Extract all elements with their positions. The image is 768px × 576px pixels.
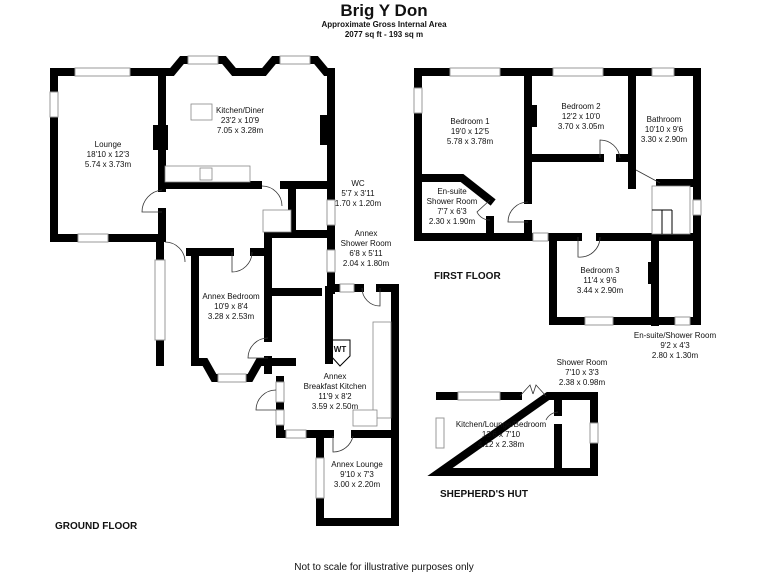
shepherds-hut-label: SHEPHERD'S HUT	[440, 489, 528, 500]
svg-text:WC: WC	[351, 179, 365, 188]
room-annex-bedroom: Annex Bedroom 10'9 x 8'4 3.28 x 2.53m	[202, 292, 260, 321]
svg-text:18'10 x 12'3: 18'10 x 12'3	[87, 150, 130, 159]
ground-floor-label: GROUND FLOOR	[55, 521, 138, 532]
svg-text:10'10 x 9'6: 10'10 x 9'6	[645, 125, 684, 134]
svg-text:3.30 x 2.90m: 3.30 x 2.90m	[641, 135, 688, 144]
svg-text:Annex: Annex	[355, 229, 378, 238]
svg-text:5'7 x 3'11: 5'7 x 3'11	[341, 189, 375, 198]
svg-text:23'2 x 10'9: 23'2 x 10'9	[221, 116, 260, 125]
svg-text:6'8 x 5'11: 6'8 x 5'11	[349, 249, 383, 258]
svg-text:Shower Room: Shower Room	[557, 358, 608, 367]
svg-text:Bathroom: Bathroom	[647, 115, 682, 124]
svg-text:7'7 x 6'3: 7'7 x 6'3	[437, 207, 467, 216]
svg-text:9'10 x 7'3: 9'10 x 7'3	[340, 470, 374, 479]
room-en-suite-shower-room-2: En-suite/Shower Room 9'2 x 4'3 2.80 x 1.…	[634, 331, 717, 360]
svg-text:13'6 x 7'10: 13'6 x 7'10	[482, 430, 521, 439]
svg-text:Bedroom 3: Bedroom 3	[580, 266, 620, 275]
svg-text:En-suite: En-suite	[437, 187, 467, 196]
svg-text:Shower Room: Shower Room	[427, 197, 478, 206]
room-bedroom-1: Bedroom 1 19'0 x 12'5 5.78 x 3.78m	[447, 117, 494, 146]
svg-text:3.28 x 2.53m: 3.28 x 2.53m	[208, 312, 255, 321]
svg-text:12'2 x 10'0: 12'2 x 10'0	[562, 112, 601, 121]
room-kitchen-lounge-bedroom: Kitchen/Lounge/Bedroom 13'6 x 7'10 4.12 …	[456, 420, 547, 449]
svg-text:Lounge: Lounge	[95, 140, 122, 149]
room-wc: WC 5'7 x 3'11 1.70 x 1.20m	[335, 179, 382, 208]
svg-text:7'10 x 3'3: 7'10 x 3'3	[565, 368, 599, 377]
svg-text:En-suite/Shower Room: En-suite/Shower Room	[634, 331, 717, 340]
svg-text:2.04 x 1.80m: 2.04 x 1.80m	[343, 259, 390, 268]
shepherds-hut-plan: Shower Room 7'10 x 3'3 2.38 x 0.98m Kitc…	[427, 358, 608, 500]
svg-text:Kitchen/Diner: Kitchen/Diner	[216, 106, 264, 115]
room-en-suite-shower-room: En-suite Shower Room 7'7 x 6'3 2.30 x 1.…	[427, 187, 478, 226]
room-annex-lounge: Annex Lounge 9'10 x 7'3 3.00 x 2.20m	[331, 460, 383, 489]
svg-text:Kitchen/Lounge/Bedroom: Kitchen/Lounge/Bedroom	[456, 420, 547, 429]
svg-text:3.70 x 3.05m: 3.70 x 3.05m	[558, 122, 605, 131]
svg-text:Annex Lounge: Annex Lounge	[331, 460, 383, 469]
area-subtitle: Approximate Gross Internal Area	[321, 20, 447, 29]
svg-text:11'4 x 9'6: 11'4 x 9'6	[583, 276, 617, 285]
svg-text:3.59 x 2.50m: 3.59 x 2.50m	[312, 402, 359, 411]
area-value: 2077 sq ft - 193 sq m	[345, 30, 423, 39]
wt-label: WT	[334, 345, 347, 354]
room-kitchen-diner: Kitchen/Diner 23'2 x 10'9 7.05 x 3.28m	[216, 106, 264, 135]
room-annex-shower-room: Annex Shower Room 6'8 x 5'11 2.04 x 1.80…	[341, 229, 392, 268]
svg-text:3.44 x 2.90m: 3.44 x 2.90m	[577, 286, 624, 295]
svg-text:Annex Bedroom: Annex Bedroom	[202, 292, 260, 301]
disclaimer-note: Not to scale for illustrative purposes o…	[294, 562, 474, 573]
svg-text:2.38 x 0.98m: 2.38 x 0.98m	[559, 378, 606, 387]
svg-text:5.78 x 3.78m: 5.78 x 3.78m	[447, 137, 494, 146]
room-bathroom: Bathroom 10'10 x 9'6 3.30 x 2.90m	[641, 115, 688, 144]
first-floor-plan: Bedroom 1 19'0 x 12'5 5.78 x 3.78m Bedro…	[413, 67, 717, 360]
svg-text:19'0 x 12'5: 19'0 x 12'5	[451, 127, 490, 136]
svg-text:Bedroom 1: Bedroom 1	[450, 117, 490, 126]
svg-text:3.00 x 2.20m: 3.00 x 2.20m	[334, 480, 381, 489]
first-floor-label: FIRST FLOOR	[434, 271, 501, 282]
room-bedroom-2: Bedroom 2 12'2 x 10'0 3.70 x 3.05m	[558, 102, 605, 131]
svg-text:11'9 x 8'2: 11'9 x 8'2	[318, 392, 352, 401]
svg-text:1.70 x 1.20m: 1.70 x 1.20m	[335, 199, 382, 208]
room-annex-breakfast-kitchen: Annex Breakfast Kitchen 11'9 x 8'2 3.59 …	[304, 372, 367, 411]
svg-text:Bedroom 2: Bedroom 2	[561, 102, 601, 111]
svg-text:4.12 x 2.38m: 4.12 x 2.38m	[478, 440, 525, 449]
svg-text:9'2 x 4'3: 9'2 x 4'3	[660, 341, 690, 350]
ground-floor-plan: WT Lounge 18'10 x 12'3 5.74 x 3.73m Kitc…	[49, 55, 399, 532]
room-lounge: Lounge 18'10 x 12'3 5.74 x 3.73m	[85, 140, 132, 169]
svg-text:Shower Room: Shower Room	[341, 239, 392, 248]
svg-text:2.80 x 1.30m: 2.80 x 1.30m	[652, 351, 699, 360]
svg-text:Annex: Annex	[324, 372, 347, 381]
room-shower-room: Shower Room 7'10 x 3'3 2.38 x 0.98m	[557, 358, 608, 387]
svg-text:10'9 x 8'4: 10'9 x 8'4	[214, 302, 248, 311]
svg-text:Breakfast Kitchen: Breakfast Kitchen	[304, 382, 367, 391]
svg-text:5.74 x 3.73m: 5.74 x 3.73m	[85, 160, 132, 169]
svg-text:2.30 x 1.90m: 2.30 x 1.90m	[429, 217, 476, 226]
room-bedroom-3: Bedroom 3 11'4 x 9'6 3.44 x 2.90m	[577, 266, 624, 295]
property-title: Brig Y Don	[340, 1, 427, 20]
svg-text:7.05 x 3.28m: 7.05 x 3.28m	[217, 126, 264, 135]
